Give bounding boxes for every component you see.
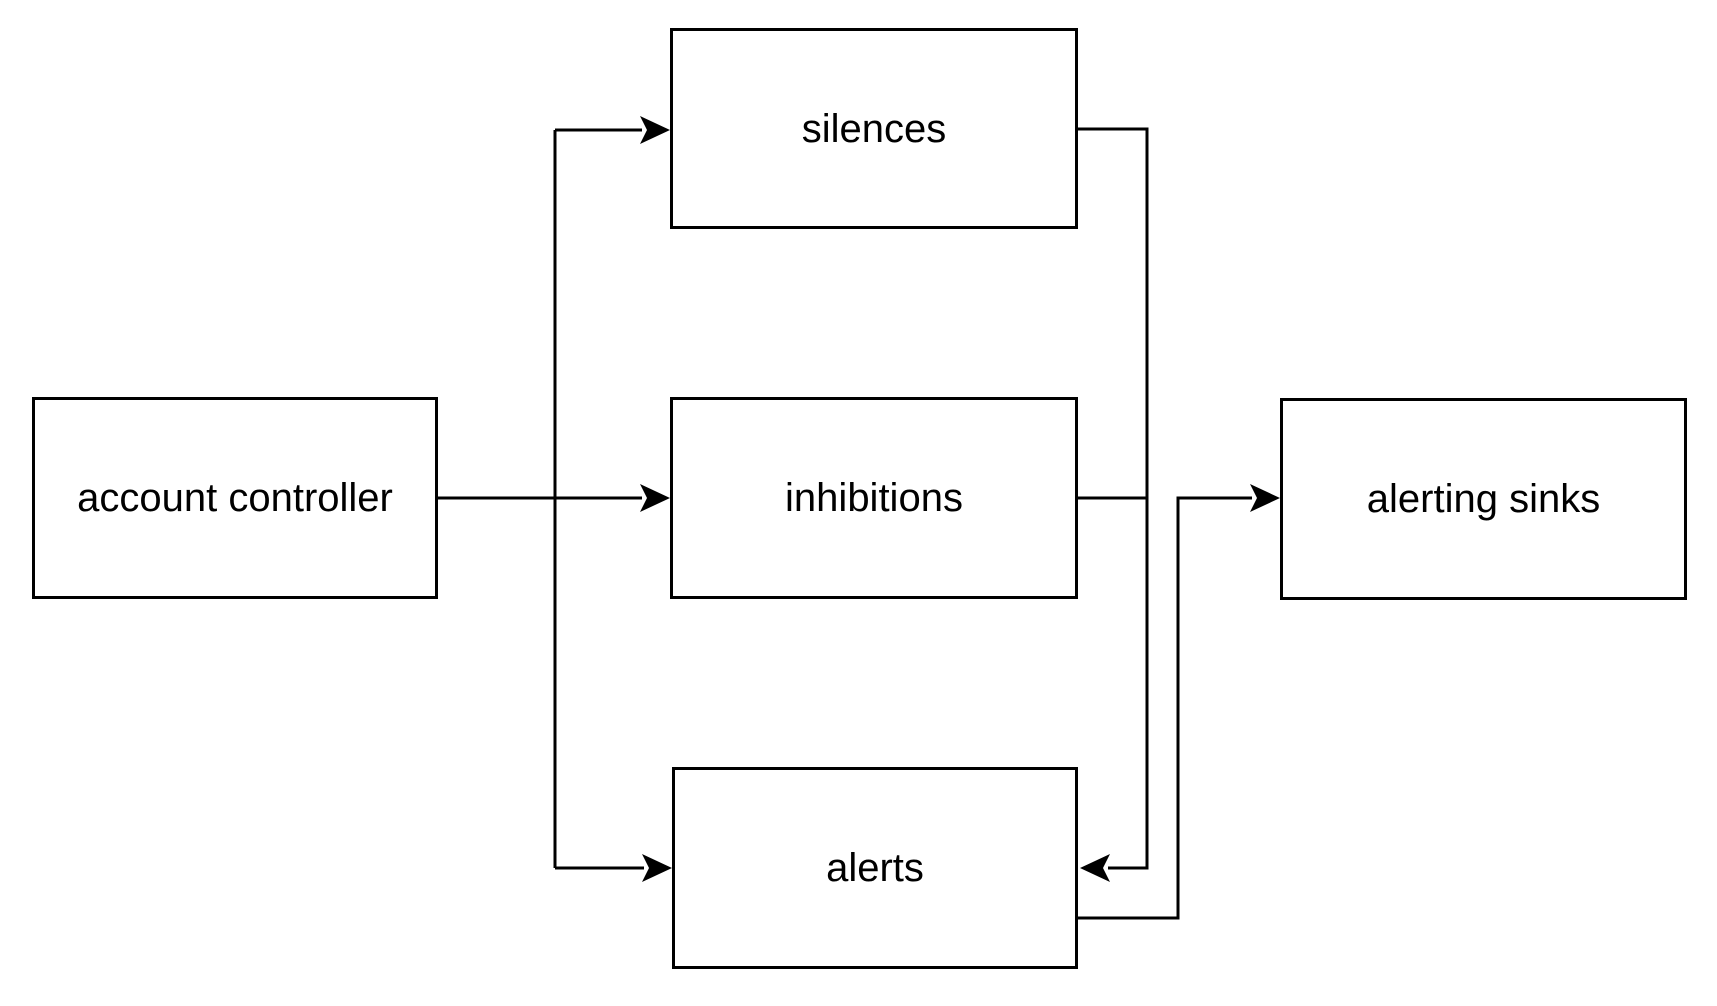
node-label: silences	[801, 106, 947, 151]
node-label: account controller	[77, 476, 393, 520]
arrowhead-icon	[640, 484, 670, 512]
node-inhibitions: inhibitions	[670, 397, 1078, 599]
arrowhead-icon	[1250, 484, 1280, 512]
node-alerting-sinks: alerting sinks	[1280, 398, 1687, 600]
arrowhead-icon	[640, 116, 670, 144]
node-account-controller: account controller	[32, 397, 438, 599]
node-label: alerts	[826, 846, 924, 890]
arrowhead-icon	[642, 854, 672, 882]
node-label: inhibitions	[785, 476, 963, 520]
node-alerts: alerts	[672, 767, 1078, 969]
node-silences: silences	[670, 28, 1078, 229]
arrowhead-icon	[1080, 854, 1110, 882]
node-label: alerting sinks	[1366, 477, 1601, 521]
edge-alerts-to-alerting-sinks	[1078, 496, 1252, 920]
